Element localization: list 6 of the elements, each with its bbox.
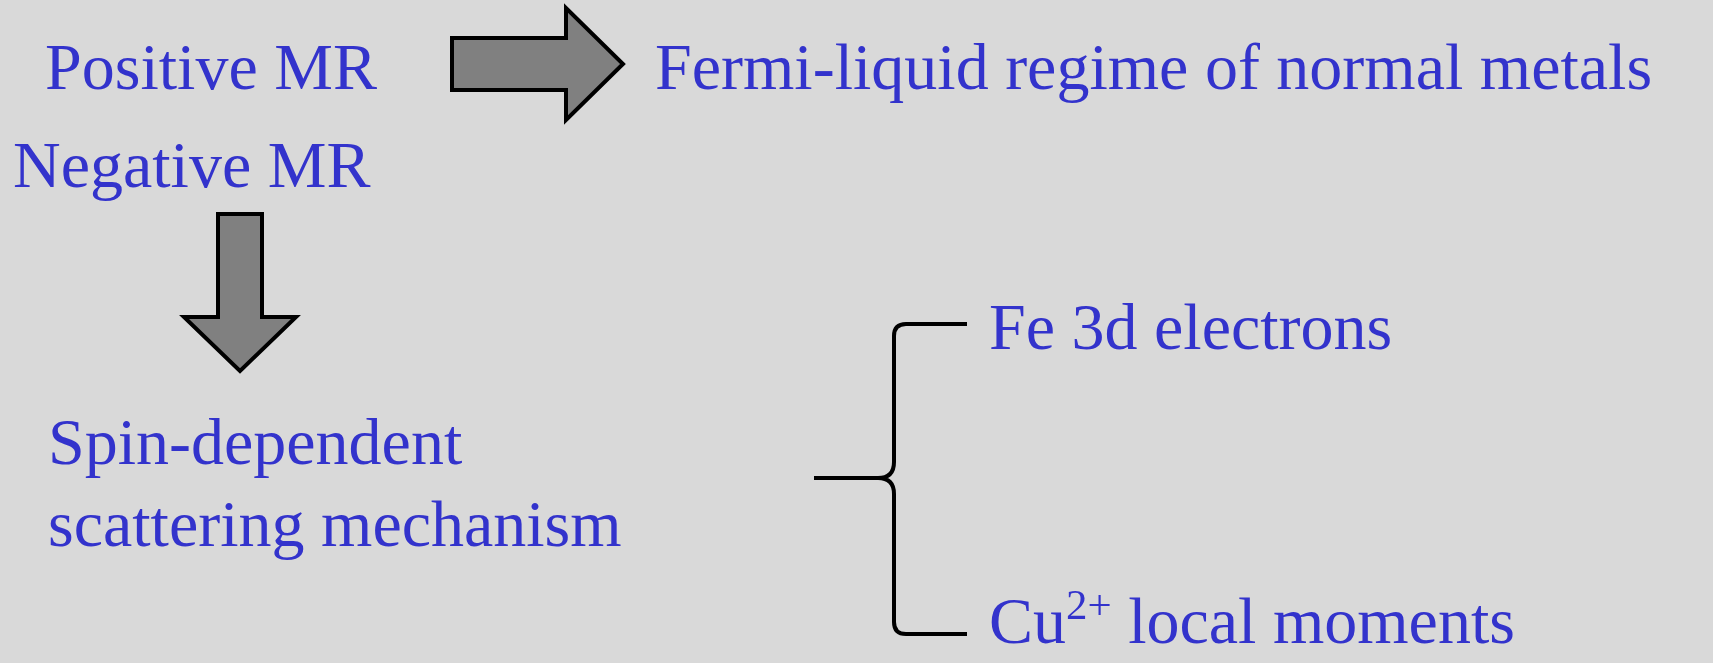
block-arrow bbox=[179, 212, 301, 374]
term-text: Cu$^{2+}$ local moments bbox=[989, 588, 1515, 654]
term-text: Spin-dependent scattering mechanism bbox=[48, 401, 688, 565]
block-arrow bbox=[450, 3, 626, 125]
term-text: Positive MR bbox=[45, 34, 377, 100]
term-text: Fe 3d electrons bbox=[989, 294, 1393, 360]
